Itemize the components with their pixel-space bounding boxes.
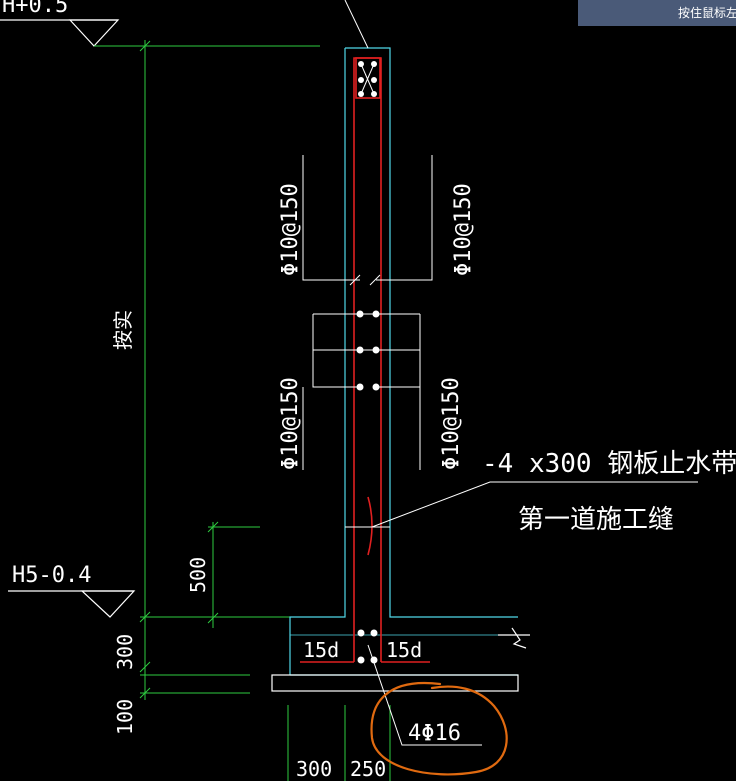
dim-300-horizontal-label: 300 [296,757,332,781]
top-elevation-marker: H+0.5 [0,0,320,47]
construction-joint-label: 第一道施工缝 [518,505,674,535]
rebar-dots [356,61,380,664]
rebar-top-left-label: Φ10@150 [278,183,303,276]
height-dimension [139,40,290,700]
waterstop-label: -4 x300 钢板止水带 [482,449,736,479]
dim-100-vertical-label: 100 [113,699,137,735]
dim-500 [207,521,260,628]
waterstop [345,481,698,556]
height-note-label: 按实 [111,310,135,350]
bottom-elevation-marker: H5-0.4 [8,563,136,618]
wall-outline [289,47,518,676]
rebar-leaders [302,155,433,470]
rebar-mid-left-label: Φ10@150 [278,377,303,470]
annotation-circle [370,681,508,776]
stirrup-tie [344,0,375,95]
top-elevation-label: H+0.5 [2,0,68,18]
wall-rebar [300,57,430,663]
dim-250-horizontal-label: 250 [350,757,386,781]
bottom-bars-label: 4Φ16 [408,721,461,746]
bottom-bars-leader [367,644,482,746]
base-slab [271,627,530,781]
tooltip-hint: 按住鼠标左 [578,0,736,26]
dim-300-vertical-label: 300 [113,634,137,670]
bottom-elevation-label: H5-0.4 [12,563,91,588]
rebar-top-right-label: Φ10@150 [451,183,476,276]
anchor-right-label: 15d [386,638,422,662]
dim-500-label: 500 [186,557,210,593]
rebar-mid-right-label: Φ10@150 [439,377,464,470]
anchor-left-label: 15d [303,638,339,662]
